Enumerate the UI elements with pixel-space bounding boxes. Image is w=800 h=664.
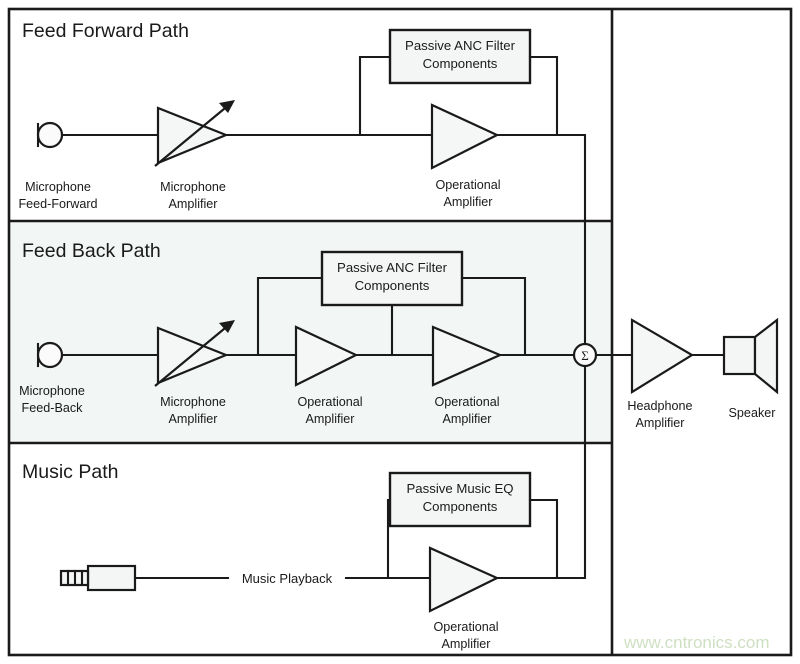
music-audio-jack [59,564,137,592]
wire-music-output-to-summer [495,353,587,580]
section-title-feed-back: Feed Back Path [22,240,161,262]
feed-forward-op-amp-label-line1: Operational [435,178,500,192]
feed-back-op-amp-2-label-line2: Amplifier [443,412,492,426]
feed-back-panel-background [9,221,612,443]
music-filter: Passive Music EQ Components [388,471,532,528]
speaker-icon-body [722,335,757,376]
feed-forward-mic-amp-label-line2: Amplifier [169,197,218,211]
feed-back-microphone-label-line1: Microphone [19,384,85,398]
audio-jack-icon-body [86,564,137,592]
feed-back-op-amp-2: Operational Amplifier [431,325,503,426]
feed-forward-op-amp-label-line2: Amplifier [444,195,493,209]
microphone-icon [36,121,64,149]
wire-ff-filter-input [358,55,392,137]
headphone-amplifier: Headphone Amplifier [627,318,695,430]
microphone-icon [36,341,64,369]
feed-forward-microphone-label-line1: Microphone [25,180,91,194]
feed-back-op-amp-1-label-line1: Operational [297,395,362,409]
feed-back-mic-amp-label-line2: Amplifier [169,412,218,426]
variable-gain-arrow-shaft [154,103,231,167]
amplifier-triangle-icon [430,103,500,170]
diagram-outer-frame [7,7,793,657]
wire-fb-filter-output [460,276,527,357]
headphone-amp-label-line2: Amplifier [636,416,685,430]
music-filter-label-line1: Passive Music EQ [407,481,514,496]
speaker-icon-cone [753,317,779,395]
feed-forward-microphone-label-line2: Feed-Forward [18,197,97,211]
feed-back-filter-box [320,250,464,307]
amplifier-triangle-icon [431,325,503,387]
music-filter-label-line2: Components [423,499,498,514]
variable-gain-arrow-head [219,320,235,333]
feed-forward-mic-amp: Microphone Amplifier [154,100,235,211]
summing-node-symbol: Σ [581,348,589,363]
feed-back-op-amp-1: Operational Amplifier [294,325,363,426]
amplifier-triangle-icon [428,546,500,613]
feed-forward-filter-label-line2: Components [423,56,498,71]
section-title-feed-forward: Feed Forward Path [22,20,189,42]
feed-back-mic-amp-label-line1: Microphone [160,395,226,409]
feed-back-op-amp-1-label-line2: Amplifier [306,412,355,426]
section-title-music: Music Path [22,461,118,483]
variable-gain-arrow-head [219,100,235,113]
music-op-amp: Operational Amplifier [428,546,500,651]
feed-forward-filter: Passive ANC Filter Components [388,28,532,85]
feed-back-microphone-label-line2: Feed-Back [22,401,84,415]
feed-back-filter-label-line1: Passive ANC Filter [337,260,448,275]
feed-forward-mic-amp-label-line1: Microphone [160,180,226,194]
watermark-text: www.cntronics.com [623,633,769,652]
amplifier-triangle-icon [294,325,359,387]
amplifier-triangle-icon [630,318,695,394]
summing-node: Σ [572,342,598,368]
music-filter-box [388,471,532,528]
feed-forward-filter-box [388,28,532,85]
speaker: Speaker [722,317,779,420]
music-op-amp-label-line1: Operational [433,620,498,634]
feed-back-filter: Passive ANC Filter Components [320,250,464,307]
feed-back-op-amp-2-label-line1: Operational [434,395,499,409]
wire-ff-output-to-summer [495,133,587,357]
wire-music-filter-output [528,498,559,580]
speaker-label: Speaker [729,406,776,420]
headphone-amp-label-line1: Headphone [627,399,692,413]
feed-back-filter-label-line2: Components [355,278,430,293]
feed-forward-op-amp: Operational Amplifier [430,103,501,209]
feed-forward-microphone: Microphone Feed-Forward [18,121,98,211]
feed-back-mic-amp: Microphone Amplifier [154,320,235,426]
feed-back-microphone: Microphone Feed-Back [19,341,85,415]
music-op-amp-label-line2: Amplifier [442,637,491,651]
music-playback-label: Music Playback [242,571,333,586]
wire-ff-filter-output [528,55,559,137]
feed-forward-filter-label-line1: Passive ANC Filter [405,38,516,53]
variable-gain-arrow-shaft [154,323,231,387]
wire-fb-filter-input [256,276,324,357]
